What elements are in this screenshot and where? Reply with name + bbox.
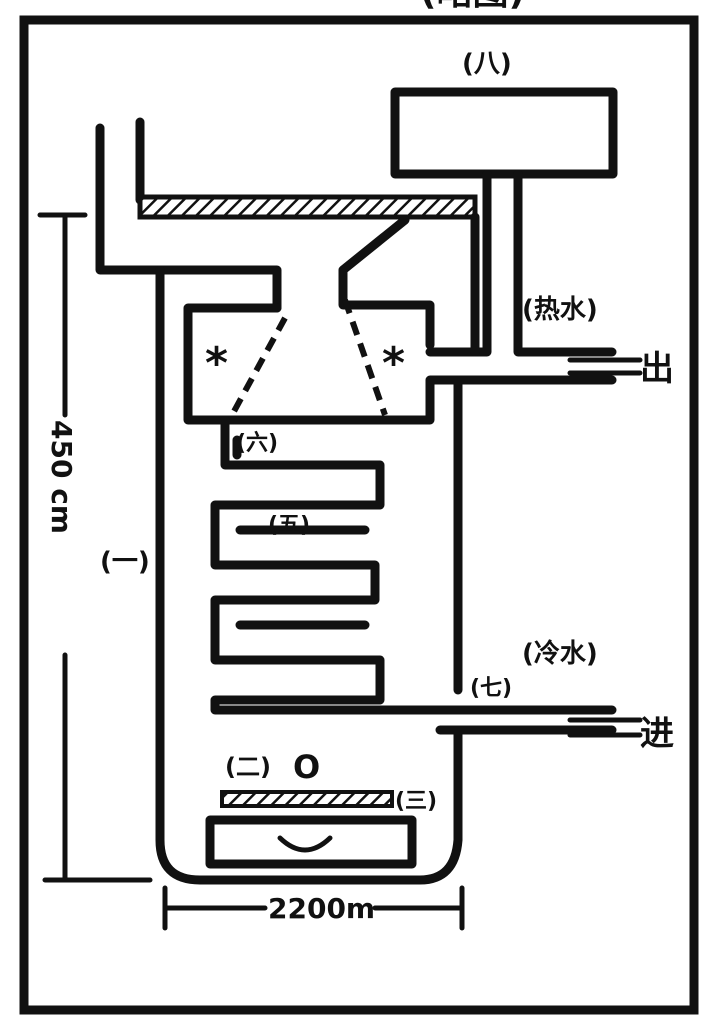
inlet-arrow <box>567 717 643 738</box>
label-eight: (八) <box>462 49 512 79</box>
outlet-arrow <box>567 357 643 376</box>
top-hatched-plate <box>137 194 478 220</box>
label-seven: (七) <box>470 676 512 701</box>
cone-right-dash <box>342 299 388 416</box>
label-two: (二) <box>225 753 271 781</box>
burner-flame <box>277 835 333 853</box>
chimney <box>95 117 282 313</box>
serpentine-coil-inner <box>232 435 370 630</box>
outer-frame <box>19 15 699 1015</box>
top-caption: (略图) <box>420 0 525 13</box>
width-dimension <box>162 885 465 931</box>
label-six: (六) <box>236 431 278 456</box>
cone-left-dash <box>229 316 288 417</box>
serpentine-coil <box>210 415 617 715</box>
width-label: 2200m <box>268 892 375 925</box>
label-circle: O <box>293 748 320 786</box>
label-one: (一) <box>100 547 150 577</box>
height-label: 450 cm <box>45 420 78 534</box>
tank-eight <box>390 87 618 179</box>
height-dimension <box>37 212 153 883</box>
burner-hatched-plate <box>220 790 394 808</box>
vessel-left-wall <box>155 265 463 885</box>
chamber-box <box>183 303 617 425</box>
label-outlet: 出 <box>640 349 674 389</box>
label-three: (三) <box>395 789 437 814</box>
label-hot-water: (热水) <box>522 295 598 325</box>
burner-box <box>205 815 417 869</box>
cone-wall <box>338 212 480 357</box>
label-cold-water: (冷水) <box>522 638 598 669</box>
label-inlet: 进 <box>640 714 674 754</box>
label-five: (五) <box>268 513 310 538</box>
asterisk-left: * <box>205 338 228 389</box>
asterisk-right: * <box>382 338 405 389</box>
